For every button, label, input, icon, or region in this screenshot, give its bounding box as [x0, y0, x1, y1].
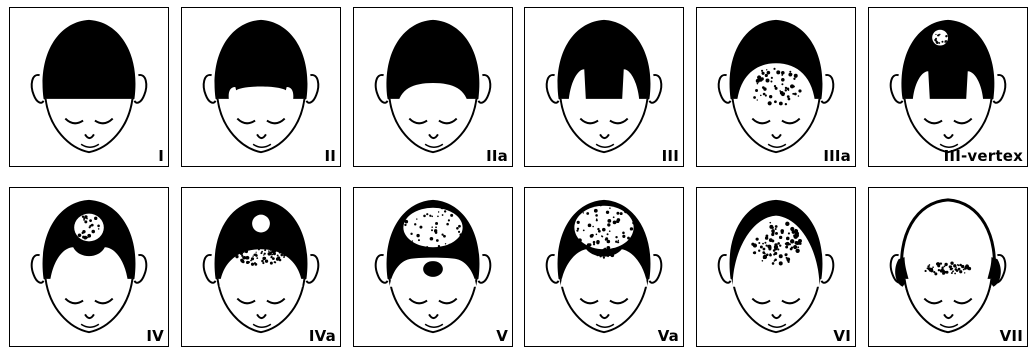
head-illustration: [525, 8, 683, 166]
stage-panel: IVa: [181, 187, 341, 347]
stage-label: VI: [833, 327, 851, 345]
stage-label: VII: [1000, 327, 1023, 345]
stage-panel: III: [524, 7, 684, 167]
head-illustration: [182, 8, 340, 166]
stage-panel: VII: [868, 187, 1028, 347]
stage-panel: IV: [9, 187, 169, 347]
stage-label: IIa: [486, 147, 508, 165]
head-illustration: [697, 188, 855, 346]
head-illustration: [182, 188, 340, 346]
stage-label: I: [158, 147, 164, 165]
stage-panel: IIa: [353, 7, 513, 167]
stage-label: IV: [146, 327, 164, 345]
head-illustration: [697, 8, 855, 166]
stage-panel: VI: [696, 187, 856, 347]
head-illustration: [525, 188, 683, 346]
stage-panel: V: [353, 187, 513, 347]
head-illustration: [10, 8, 168, 166]
stage-panel: I: [9, 7, 169, 167]
head-illustration: [354, 8, 512, 166]
head-illustration: [354, 188, 512, 346]
stage-label: IIIa: [823, 147, 851, 165]
stage-label: III-vertex: [944, 147, 1023, 165]
stage-panel: IIIa: [696, 7, 856, 167]
head-illustration: [869, 188, 1027, 346]
stage-label: III: [662, 147, 679, 165]
stage-panel: Va: [524, 187, 684, 347]
head-illustration: [869, 8, 1027, 166]
head-illustration: [10, 188, 168, 346]
stage-label: V: [496, 327, 508, 345]
stage-panel: II: [181, 7, 341, 167]
stage-label: II: [324, 147, 336, 165]
stage-panel: III-vertex: [868, 7, 1028, 167]
stage-label: Va: [658, 327, 679, 345]
stage-label: IVa: [309, 327, 336, 345]
